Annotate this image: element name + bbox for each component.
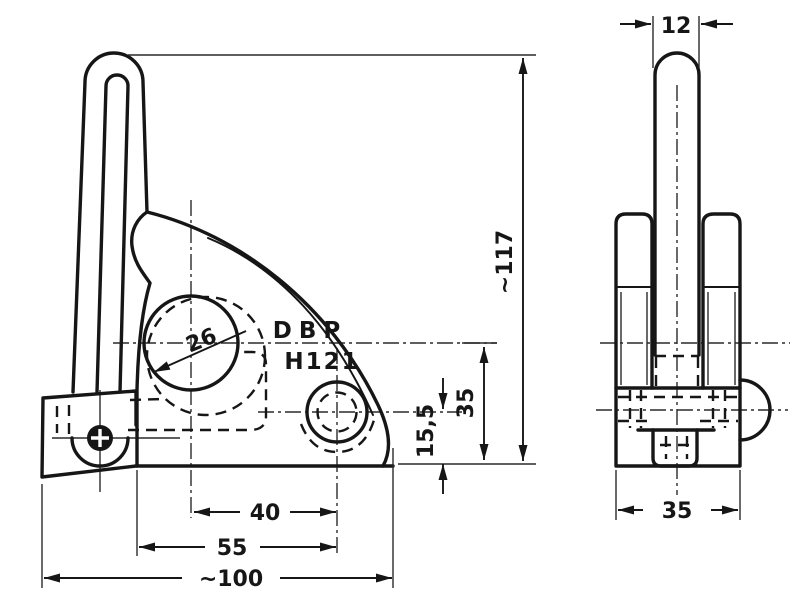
cam-sweep-outline (145, 210, 391, 468)
cam-hidden-circle (145, 295, 267, 417)
dim-body-width: 35 (618, 499, 738, 524)
side-view: 26 DBP H121 (40, 51, 497, 556)
dim-overall-height-label: ~117 (493, 230, 518, 294)
dim-edge-to-hole: 55 (139, 536, 336, 561)
base-block (614, 378, 772, 468)
lever-end (653, 51, 701, 357)
dim-lever-width-label: 12 (661, 14, 692, 39)
dim-cam-center-height: 35 (454, 347, 489, 460)
dim-edge-to-hole-label: 55 (217, 536, 248, 561)
end-view-centerlines (596, 85, 790, 495)
end-view-hidden-lines (618, 354, 738, 459)
dim-lever-width: 12 (620, 14, 733, 39)
left-plate (614, 212, 654, 390)
cam-diameter-label: 26 (183, 324, 221, 359)
right-plate (701, 212, 742, 390)
dim-cam-center-height-label: 35 (454, 388, 479, 419)
foot-outline (40, 389, 138, 479)
dim-overall-height: ~117 (493, 58, 528, 461)
foot-pad-end (651, 428, 699, 468)
lever-handle (71, 51, 149, 394)
cam-circle (142, 294, 240, 392)
patent-marking: DBP (273, 318, 347, 344)
dim-cam-to-hole-label: 40 (250, 501, 281, 526)
end-view (596, 51, 790, 495)
dim-overall-length-label: ~100 (199, 567, 263, 592)
dimension-annotations: ~117 35 15,5 40 55 ~ (41, 14, 741, 592)
foot-jaw (40, 389, 138, 479)
dim-body-width-label: 35 (662, 499, 693, 524)
hole-hidden-circle (316, 391, 358, 433)
body-plates (614, 212, 742, 390)
pivot-boss (70, 436, 130, 468)
extension-lines (41, 16, 741, 588)
mounting-hole (305, 380, 369, 444)
body-left-outline (130, 210, 152, 468)
lever-bar-outline (653, 51, 701, 357)
base-outline (614, 386, 742, 468)
dim-hole-height-label: 15,5 (414, 404, 439, 458)
dim-overall-length: ~100 (44, 567, 392, 592)
pivot-pin-slot (91, 429, 109, 447)
cam-sweep-inner-line (207, 237, 374, 416)
model-marking: H121 (284, 349, 359, 375)
dim-cam-to-hole: 40 (194, 501, 336, 526)
dim-hole-height: 15,5 (414, 378, 448, 494)
clamp-body (130, 210, 395, 468)
pivot-boss-end (738, 378, 772, 442)
